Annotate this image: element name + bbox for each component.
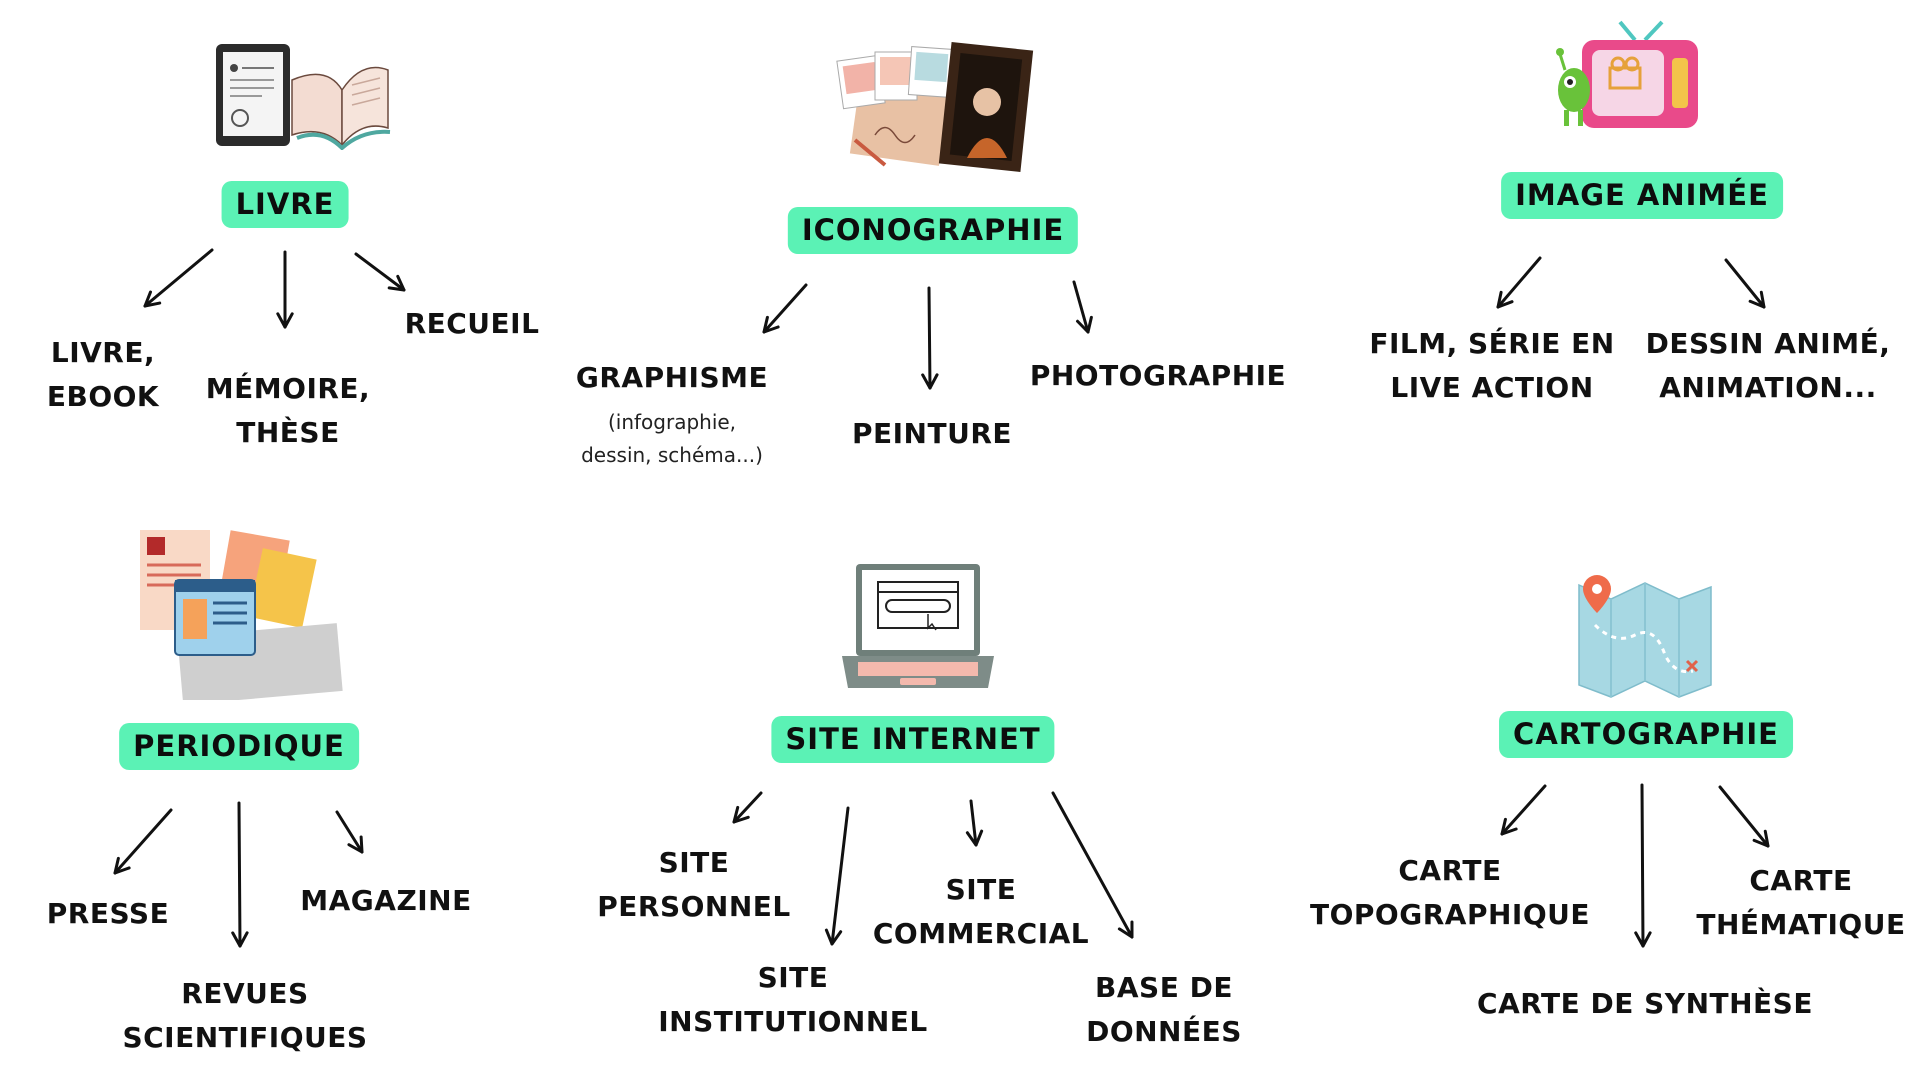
arrow-carto-to-topo: [1500, 784, 1547, 836]
category-image-animee: IMAGE ANIMÉE: [1501, 172, 1783, 220]
leaf-graphisme: GRAPHISME: [575, 361, 769, 394]
arrow-livre-to-livre-ebook: [143, 248, 214, 308]
category-periodique: PERIODIQUE: [119, 723, 359, 771]
tv-monster-icon: [1556, 20, 1698, 128]
leaf-peinture: PEINTURE: [851, 417, 1013, 450]
category-iconographie: ICONOGRAPHIE: [787, 207, 1079, 255]
newspapers-magazines-icon: [140, 530, 343, 700]
map-pin-icon: [1578, 575, 1712, 698]
leaf-photographie: PHOTOGRAPHIE: [1029, 359, 1287, 392]
arrow-site-to-commercial: [965, 799, 984, 847]
arrow-livre-to-memoire: [276, 250, 294, 329]
art-pictures-icon: [836, 42, 1034, 172]
leaf-carte-synthese: CARTE DE SYNTHÈSE: [1477, 987, 1813, 1020]
arrow-site-to-base: [1051, 791, 1134, 939]
graphisme-note: (infographie,dessin, schéma...): [581, 410, 763, 467]
leaf-livre-ebook: LIVRE,EBOOK: [46, 336, 160, 413]
arrow-icono-to-photographie: [1072, 280, 1093, 334]
arrow-site-to-institutionnel: [824, 806, 850, 946]
category-livre: LIVRE: [221, 181, 349, 229]
leaf-magazine: MAGAZINE: [300, 884, 472, 917]
laptop-browser-icon: [842, 564, 994, 688]
books-ebook-icon: [216, 44, 391, 150]
arrow-anim-to-film: [1496, 256, 1542, 309]
arrow-period-to-presse: [113, 808, 173, 875]
arrow-site-to-personnel: [732, 791, 763, 824]
arrow-anim-to-dessin: [1724, 258, 1766, 309]
leaf-memoire-these: MÉMOIRE,THÈSE: [205, 372, 371, 449]
arrow-period-to-revues: [231, 801, 249, 948]
category-site-internet: SITE INTERNET: [771, 716, 1055, 764]
category-cartographie: CARTOGRAPHIE: [1499, 711, 1793, 759]
arrow-carto-to-synthese: [1634, 783, 1652, 948]
arrow-icono-to-peinture: [921, 286, 939, 390]
leaf-dessin-anime: DESSIN ANIMÉ,ANIMATION...: [1645, 327, 1891, 404]
arrow-carto-to-thematique: [1718, 785, 1770, 848]
leaf-recueil: RECUEIL: [404, 307, 540, 340]
arrow-period-to-magazine: [335, 810, 364, 854]
leaf-presse: PRESSE: [46, 897, 170, 930]
arrow-icono-to-graphisme: [762, 283, 808, 334]
arrow-livre-to-recueil: [354, 252, 406, 292]
